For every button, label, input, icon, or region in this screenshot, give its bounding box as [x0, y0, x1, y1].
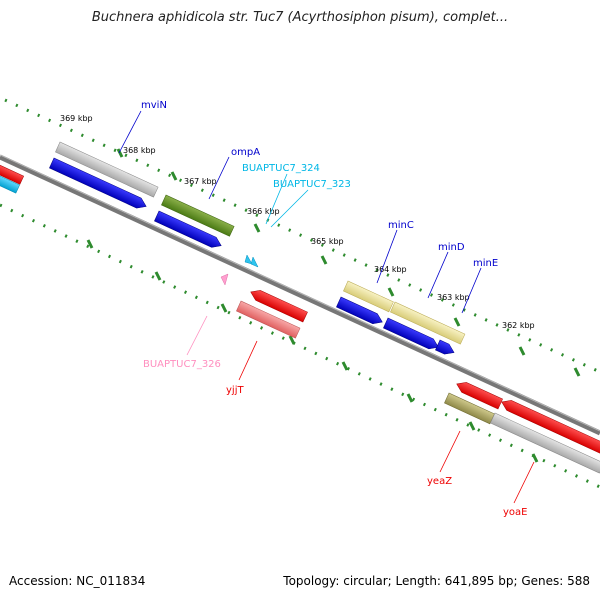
gene-yellow-b[interactable]	[390, 301, 466, 345]
gene-edge-red-left[interactable]	[0, 151, 25, 185]
gene-label-BUAPTUC7-326[interactable]: BUAPTUC7_326	[143, 359, 221, 370]
gene-label-ompA[interactable]: ompA	[231, 147, 260, 158]
genome-map: 369 kbp 368 kbp 367 kbp 366 kbp 365 kbp …	[0, 98, 600, 518]
gene-label-yoaE[interactable]: yoaE	[503, 507, 527, 518]
gene-label-minE[interactable]: minE	[473, 258, 498, 269]
tick-label-364: 364 kbp	[374, 265, 407, 274]
gene-red-yjjT-upper[interactable]	[248, 287, 308, 323]
tick-label-362: 362 kbp	[502, 321, 535, 330]
genome-backbone-highlight	[0, 154, 600, 432]
gene-BUAPTUC7-326-mark[interactable]	[220, 273, 229, 286]
tick-track-upper	[4, 98, 600, 374]
tick-label-368: 368 kbp	[123, 146, 156, 155]
gene-gray-upper[interactable]	[55, 141, 159, 198]
footer-stats: Topology: circular; Length: 641,895 bp; …	[283, 574, 590, 588]
gene-red-yoaE-upper[interactable]	[499, 397, 600, 458]
tick-label-367: 367 kbp	[184, 177, 217, 186]
gene-olive[interactable]	[161, 194, 235, 237]
tick-label-366: 366 kbp	[247, 207, 280, 216]
tick-track-lower	[0, 203, 600, 489]
gene-yellow-a[interactable]	[343, 280, 394, 313]
gene-label-BUAPTUC7-324[interactable]: BUAPTUC7_324	[242, 163, 320, 174]
map-title: Buchnera aphidicola str. Tuc7 (Acyrthosi…	[91, 10, 509, 25]
gene-minC[interactable]	[336, 296, 384, 327]
gene-label-yjjT[interactable]: yjjT	[226, 385, 244, 396]
gene-minE[interactable]	[435, 339, 456, 358]
gene-yoaE[interactable]	[490, 412, 600, 474]
major-ticks-upper	[116, 148, 581, 377]
gene-BUAPTUC7-324-mark[interactable]	[244, 254, 259, 268]
gene-red-yeaZ-upper[interactable]	[454, 379, 503, 410]
footer-accession: Accession: NC_011834	[9, 574, 146, 588]
gene-label-minC[interactable]: minC	[388, 220, 414, 231]
tick-label-363: 363 kbp	[437, 293, 470, 302]
gene-edge-cyan[interactable]	[0, 165, 20, 194]
gene-mviN[interactable]	[49, 157, 148, 211]
gene-label-minD[interactable]: minD	[438, 242, 465, 253]
tick-label-365: 365 kbp	[311, 237, 344, 246]
gene-label-BUAPTUC7-323[interactable]: BUAPTUC7_323	[273, 179, 351, 190]
gene-ompA[interactable]	[154, 210, 223, 251]
genome-backbone	[0, 154, 600, 436]
gene-yeaZ[interactable]	[444, 392, 495, 425]
leader-lines	[118, 110, 535, 504]
gene-minD[interactable]	[383, 317, 440, 352]
major-ticks-lower	[86, 239, 539, 463]
gene-yjjT[interactable]	[236, 300, 301, 339]
tick-label-369: 369 kbp	[60, 114, 93, 123]
gene-label-yeaZ[interactable]: yeaZ	[427, 476, 452, 487]
gene-label-mviN[interactable]: mviN	[141, 100, 167, 111]
